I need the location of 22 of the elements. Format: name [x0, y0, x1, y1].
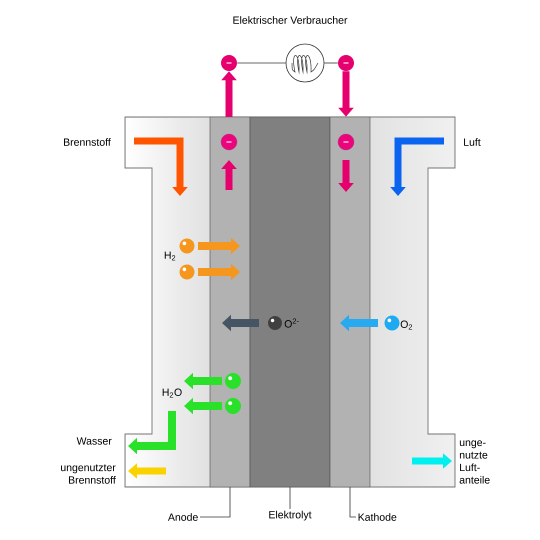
text-label: O$^{2-}$	[284, 318, 299, 328]
leader-line	[350, 486, 356, 518]
text-label: Brennstoff	[64, 138, 111, 146]
cell-layer	[330, 116, 370, 488]
text-label: unge-nutzte Luft-anteile	[460, 440, 490, 484]
text-label: H$_{2}$	[164, 252, 176, 260]
lamp-symbol	[286, 44, 324, 82]
layer-label: Anode	[168, 513, 198, 521]
electron-icon	[221, 55, 237, 71]
layer-label: Elektrolyt	[269, 510, 312, 520]
text-label: H$_{2}$O	[162, 388, 182, 398]
wire	[236, 62, 286, 64]
text-label: ungenutzter Brennstoff	[61, 464, 116, 484]
leader-line	[200, 486, 230, 518]
layer-label: Kathode	[358, 513, 396, 521]
electron-icon	[338, 55, 354, 71]
text-label: Wasser	[76, 437, 112, 445]
text-label: O$_{2}$	[400, 320, 412, 330]
text-label: Luft	[464, 138, 481, 146]
wire	[324, 62, 338, 64]
cell-layer	[250, 116, 330, 488]
title-label: Elektrischer Verbraucher	[233, 16, 348, 24]
